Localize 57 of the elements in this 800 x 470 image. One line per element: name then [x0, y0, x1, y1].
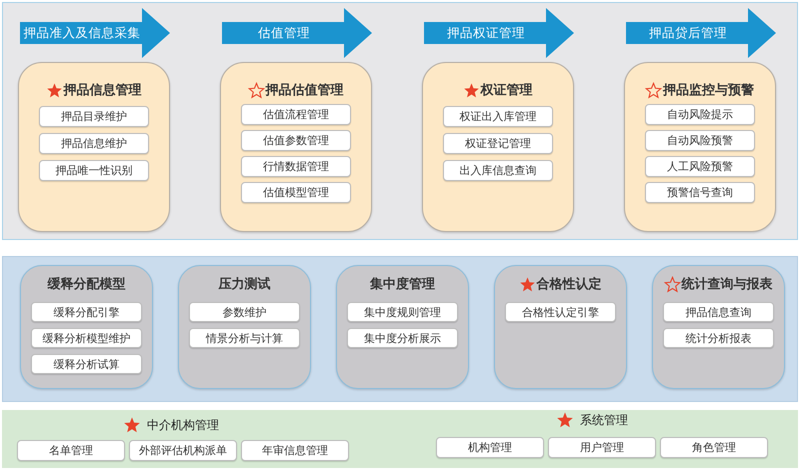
layer-panel [2, 256, 798, 402]
feature-item: 角色管理 [660, 437, 768, 458]
feature-item: 出入库信息查询 [443, 160, 553, 181]
stage-arrow: 估值管理 [222, 8, 372, 58]
feature-item: 人工风险预警 [645, 156, 755, 177]
module-card [624, 62, 776, 232]
feature-item: 缓释分析模型维护 [31, 328, 142, 348]
module-title: 压力测试 [218, 276, 270, 293]
module-title: 权证管理 [480, 82, 532, 99]
layer-panel [2, 410, 798, 468]
module-card [18, 62, 170, 232]
feature-item: 押品唯一性识别 [39, 160, 149, 181]
feature-item: 统计分析报表 [663, 328, 774, 348]
module-card [494, 265, 627, 389]
feature-item: 权证登记管理 [443, 133, 553, 154]
feature-item: 自动风险提示 [645, 104, 755, 125]
feature-item: 自动风险预警 [645, 130, 755, 151]
module-card [20, 265, 153, 389]
feature-item: 情景分析与计算 [189, 328, 300, 348]
feature-item: 估值参数管理 [241, 130, 351, 151]
feature-item: 押品信息查询 [663, 302, 774, 322]
feature-item: 年审信息管理 [241, 440, 349, 461]
module-card [178, 265, 311, 389]
module-card [336, 265, 469, 389]
feature-item: 参数维护 [189, 302, 300, 322]
group-title: 系统管理 [580, 412, 628, 428]
feature-item: 名单管理 [17, 440, 125, 461]
stage-arrow: 押品准入及信息采集 [20, 8, 170, 58]
module-title: 合格性认定 [536, 276, 602, 293]
feature-item: 机构管理 [436, 437, 544, 458]
module-title: 缓释分配模型 [48, 276, 126, 293]
module-card [220, 62, 372, 232]
feature-item: 外部评估机构派单 [129, 440, 237, 461]
module-title: 统计查询与报表 [682, 276, 772, 293]
group-title: 中介机构管理 [147, 417, 219, 433]
feature-item: 集中度规则管理 [347, 302, 458, 322]
layer-panel [2, 2, 798, 240]
stage-arrow: 押品权证管理 [424, 8, 574, 58]
module-title: 押品估值管理 [266, 82, 344, 99]
feature-item: 押品目录维护 [39, 106, 149, 127]
feature-item: 缓释分析试算 [31, 354, 142, 374]
feature-item: 集中度分析展示 [347, 328, 458, 348]
feature-item: 合格性认定引擎 [505, 302, 616, 322]
feature-item: 预警信号查询 [645, 182, 755, 203]
module-card [422, 62, 574, 232]
module-title: 押品信息管理 [64, 82, 142, 99]
module-card [652, 265, 785, 389]
module-title: 押品监控与预警 [663, 82, 754, 99]
feature-item: 用户管理 [548, 437, 656, 458]
feature-item: 缓释分配引擎 [31, 302, 142, 322]
feature-item: 估值模型管理 [241, 182, 351, 203]
feature-item: 权证出入库管理 [443, 106, 553, 127]
module-title: 集中度管理 [370, 276, 435, 293]
feature-item: 估值流程管理 [241, 104, 351, 125]
feature-item: 押品信息维护 [39, 133, 149, 154]
stage-arrow: 押品贷后管理 [626, 8, 776, 58]
feature-item: 行情数据管理 [241, 156, 351, 177]
